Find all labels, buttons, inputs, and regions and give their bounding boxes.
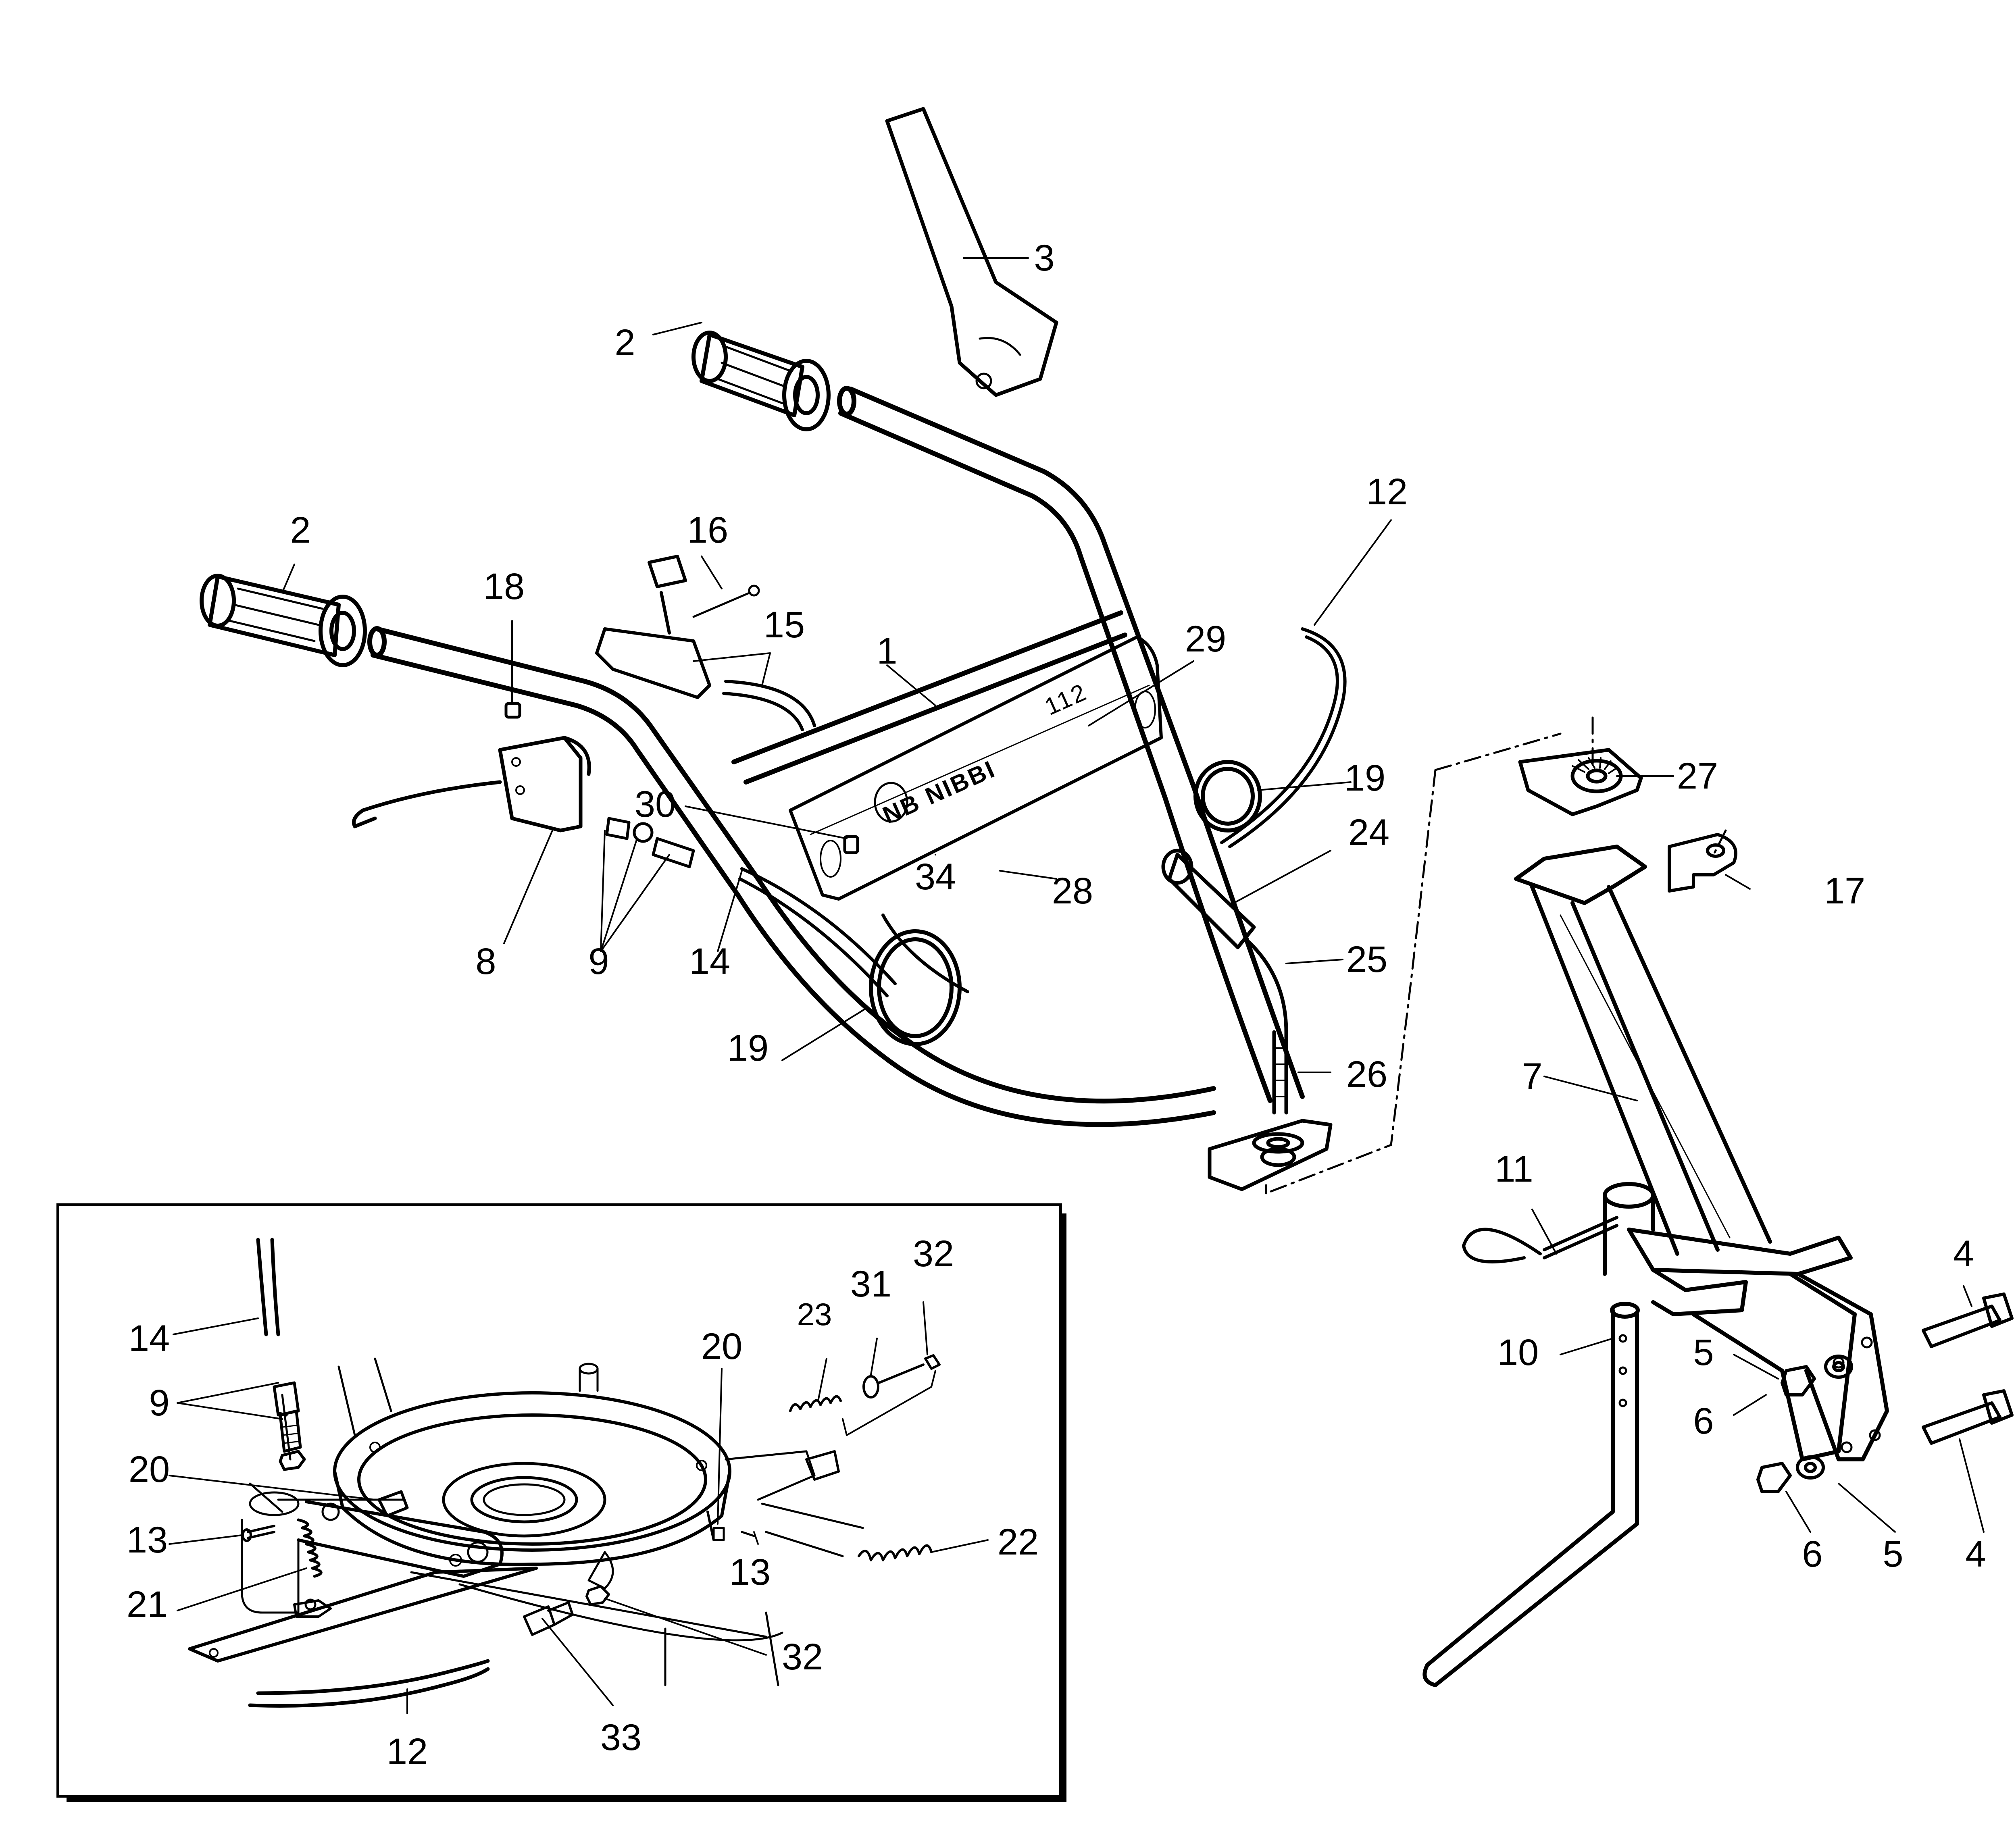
cover-panel	[789, 635, 1163, 901]
grip-lower	[200, 574, 367, 667]
callout-26: 26	[1346, 1054, 1388, 1095]
lever-arm	[885, 107, 1058, 397]
callout-4: 4	[1953, 1233, 1974, 1274]
handlebar-tube	[367, 386, 1305, 1127]
inset-callout-32: 32	[912, 1233, 954, 1274]
inset-callout-32: 32	[781, 1636, 823, 1677]
cable-clamp	[869, 760, 1262, 1046]
throttle-control	[595, 555, 760, 699]
grip-upper	[691, 331, 831, 431]
callout-25: 25	[1346, 939, 1388, 980]
inset-callout-14: 14	[128, 1318, 170, 1359]
inset-drum	[333, 1363, 731, 1566]
assembly-line	[1265, 733, 1562, 1195]
callout-2: 2	[290, 510, 311, 551]
callout-6: 6	[1802, 1534, 1823, 1575]
callout-27: 27	[1677, 755, 1718, 797]
inset-callout-9: 9	[149, 1382, 170, 1423]
callout-12: 12	[1366, 471, 1408, 512]
base-bracket	[1603, 1182, 1889, 1461]
callout-17: 17	[1824, 870, 1866, 912]
callout-18: 18	[483, 566, 525, 607]
clip	[1668, 833, 1737, 893]
inset-callout-33: 33	[600, 1717, 642, 1758]
callout-14: 14	[689, 941, 731, 982]
ratchet-plate	[1518, 748, 1643, 816]
callout-9: 9	[588, 941, 609, 982]
inset-callout-12: 12	[386, 1731, 428, 1772]
inset-link-arm	[297, 1500, 614, 1590]
callout-10: 10	[1497, 1332, 1539, 1373]
inset-callout-13: 13	[729, 1552, 771, 1593]
callout-11: 11	[1495, 1149, 1533, 1190]
inset-leader-lines	[169, 1301, 989, 1714]
callout-30: 30	[634, 784, 676, 825]
column	[1514, 845, 1772, 1256]
callout-16: 16	[687, 510, 729, 551]
leader-lines	[281, 257, 1985, 1533]
callout-28: 28	[1052, 870, 1093, 912]
inset-callout-13: 13	[126, 1519, 168, 1561]
inset-callout-31: 31	[850, 1263, 892, 1305]
inset-callout-21: 21	[126, 1584, 168, 1625]
callout-7: 7	[1522, 1056, 1543, 1097]
inset-callout-22: 22	[997, 1521, 1039, 1563]
fasteners	[1756, 1292, 2014, 1493]
callout-34: 34	[914, 856, 956, 897]
callout-5: 5	[1883, 1534, 1904, 1575]
callout-3: 3	[1034, 237, 1055, 279]
inset-callout-20: 20	[128, 1449, 170, 1490]
inset-callout-23: 23	[797, 1297, 832, 1332]
callout-2: 2	[614, 322, 635, 363]
callout-1: 1	[877, 631, 898, 672]
callout-5: 5	[1693, 1332, 1714, 1373]
inset-flat-bar	[188, 1567, 538, 1663]
brake-lever	[352, 736, 591, 832]
inset-frame-lines	[241, 1357, 864, 1686]
callout-19: 19	[1344, 758, 1386, 799]
callout-8: 8	[475, 941, 496, 982]
cables	[722, 627, 1347, 997]
inset-frame	[56, 1203, 1062, 1798]
callout-24: 24	[1348, 812, 1390, 853]
callout-29: 29	[1185, 618, 1227, 660]
assembly-line-right	[1591, 716, 1727, 856]
callout-19: 19	[727, 1028, 769, 1069]
callout-6: 6	[1693, 1401, 1714, 1442]
callout-15: 15	[763, 604, 805, 645]
support-bar	[1422, 1302, 1640, 1687]
callout-4: 4	[1965, 1534, 1986, 1575]
inset-adjuster	[273, 1381, 306, 1471]
inset-callout-20: 20	[701, 1326, 743, 1367]
sleeve-and-rod	[1161, 849, 1333, 1191]
